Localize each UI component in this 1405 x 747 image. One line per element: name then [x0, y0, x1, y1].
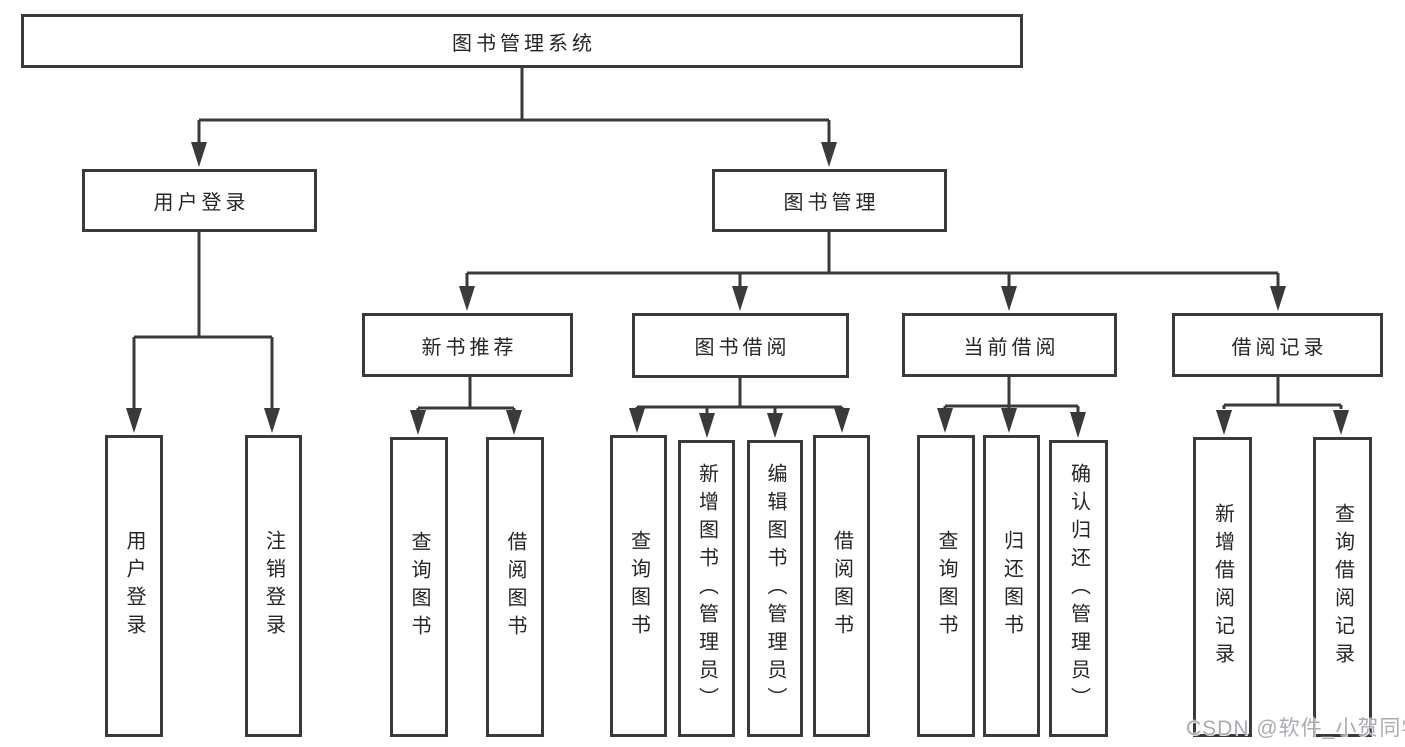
node-root-label: 图书管理系统 — [452, 32, 596, 55]
node-borrow-borrow: 借阅图书 — [813, 435, 870, 737]
node-newbook-query: 查询图书 — [390, 437, 448, 737]
node-current-confirm: 确认归还（管理员） — [1049, 440, 1108, 737]
node-current-query: 查询图书 — [917, 435, 975, 737]
node-book-mgmt-label: 图书管理 — [783, 192, 880, 214]
connector-current-borrow-children — [937, 377, 1086, 438]
node-borrow-query-label: 查询图书 — [627, 530, 650, 642]
node-records-query: 查询借阅记录 — [1313, 437, 1372, 737]
node-login-label: 用户登录 — [123, 530, 145, 642]
node-user-login: 用户登录 — [82, 169, 317, 232]
node-current-borrow: 当前借阅 — [902, 313, 1117, 377]
node-borrow-query: 查询图书 — [610, 435, 667, 737]
node-logout-label: 注销登录 — [262, 530, 285, 642]
node-root: 图书管理系统 — [21, 14, 1023, 68]
node-current-borrow-label: 当前借阅 — [963, 336, 1060, 359]
node-new-book-label: 新书推荐 — [421, 336, 518, 359]
node-login: 用户登录 — [105, 435, 163, 737]
node-borrow-borrow-label: 借阅图书 — [830, 530, 853, 642]
node-book-borrow: 图书借阅 — [632, 313, 849, 378]
node-borrow-edit-label: 编辑图书（管理员） — [764, 462, 786, 715]
node-newbook-query-label: 查询图书 — [408, 531, 430, 643]
node-records-add-label: 新增借阅记录 — [1211, 503, 1234, 671]
node-records-query-label: 查询借阅记录 — [1331, 503, 1354, 671]
node-newbook-borrow-label: 借阅图书 — [504, 531, 526, 643]
node-records-add: 新增借阅记录 — [1193, 437, 1252, 737]
node-current-confirm-label: 确认归还（管理员） — [1067, 462, 1090, 715]
node-borrow-edit: 编辑图书（管理员） — [747, 440, 803, 737]
csdn-watermark: CSDN @软件_小贺同学 — [1186, 717, 1405, 740]
connector-user-login-children — [126, 231, 280, 433]
connector-root-to-level2 — [191, 67, 837, 167]
connector-new-book-children — [410, 376, 522, 435]
node-borrow-records: 借阅记录 — [1172, 313, 1383, 377]
node-borrow-records-label: 借阅记录 — [1231, 336, 1328, 359]
connector-book-mgmt-children — [459, 231, 1286, 311]
node-current-query-label: 查询图书 — [935, 530, 957, 642]
node-logout: 注销登录 — [245, 435, 302, 737]
node-current-return-label: 归还图书 — [1000, 530, 1023, 642]
node-new-book: 新书推荐 — [362, 313, 573, 377]
node-book-borrow-label: 图书借阅 — [694, 337, 791, 359]
node-borrow-add-label: 新增图书（管理员） — [695, 462, 718, 715]
connector-book-borrow-children — [629, 377, 850, 438]
node-user-login-label: 用户登录 — [153, 192, 250, 214]
node-book-mgmt: 图书管理 — [712, 169, 947, 232]
node-newbook-borrow: 借阅图书 — [486, 437, 544, 737]
node-borrow-add: 新增图书（管理员） — [678, 440, 735, 737]
node-current-return: 归还图书 — [983, 435, 1040, 737]
connector-borrow-records-children — [1216, 376, 1349, 435]
